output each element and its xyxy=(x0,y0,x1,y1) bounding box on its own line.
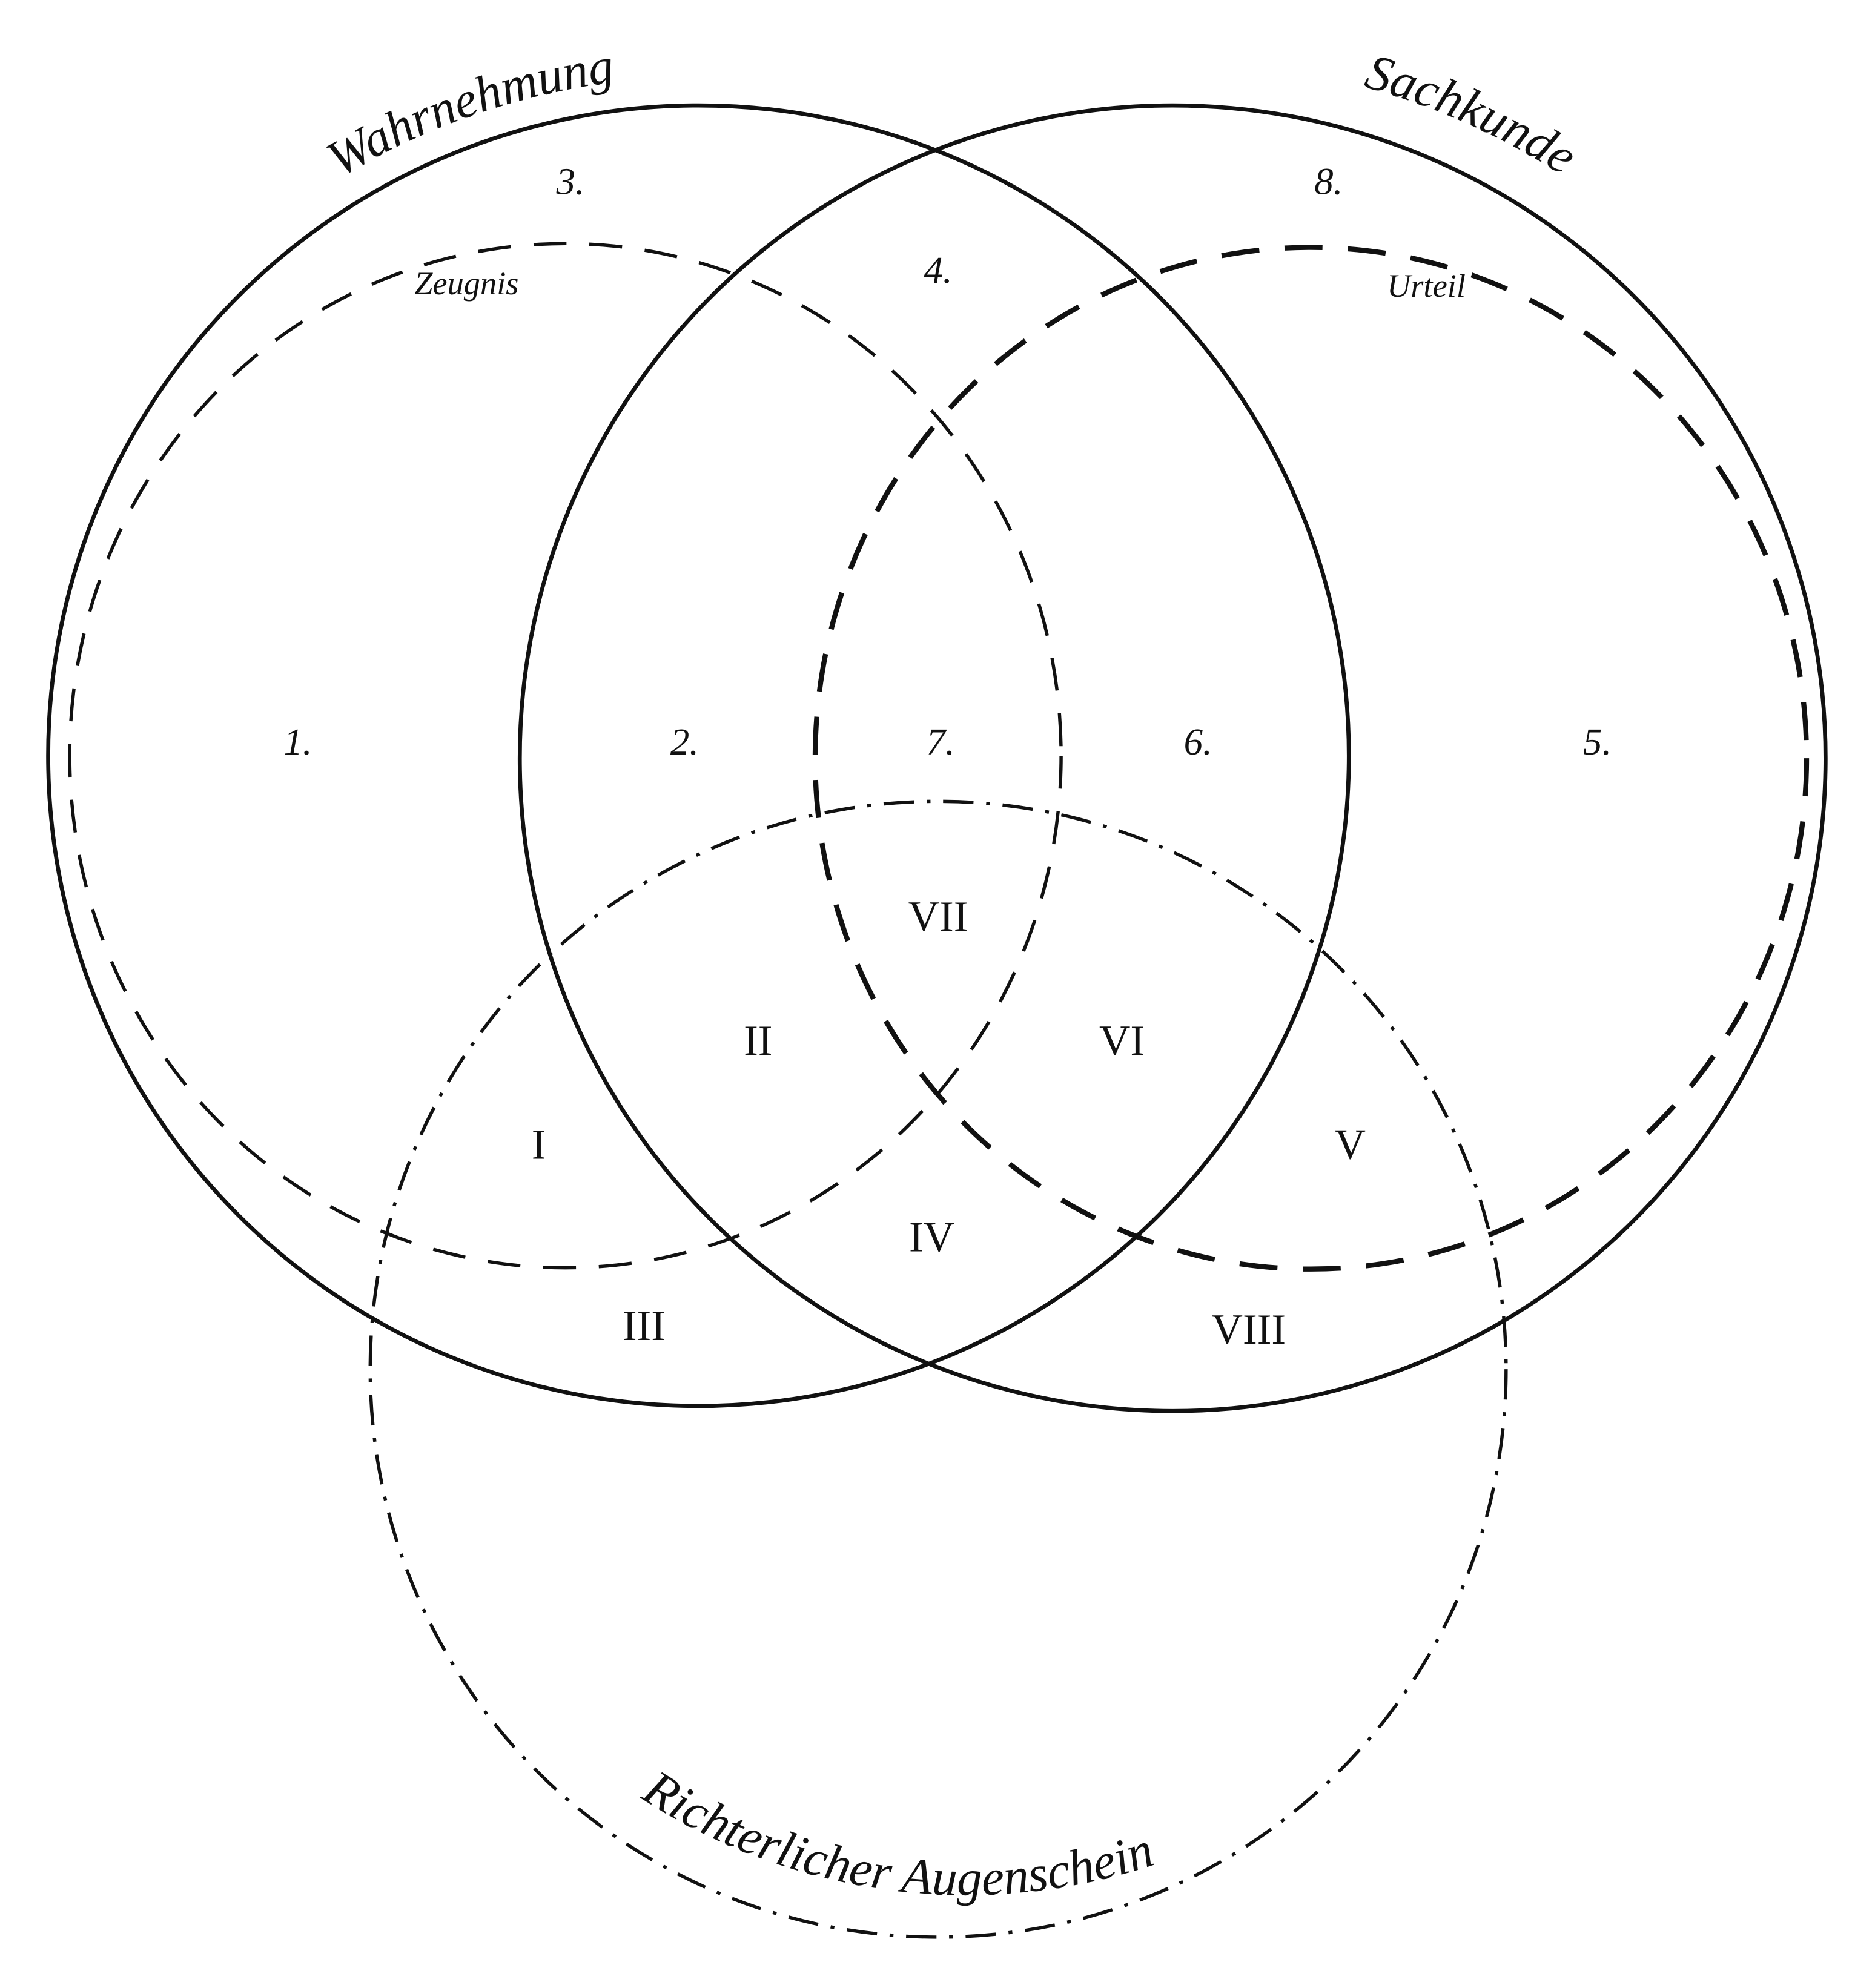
region-roman-7: VII xyxy=(908,893,968,940)
region-roman-1: I xyxy=(532,1121,546,1169)
augenschein-circle xyxy=(368,799,1508,1939)
region-roman-3: III xyxy=(623,1303,666,1350)
region-3: 3. xyxy=(555,160,584,203)
region-5: 5. xyxy=(1583,721,1612,763)
region-roman-8: VIII xyxy=(1212,1306,1286,1353)
sachkunde-label: Sachkunde xyxy=(1360,43,1587,185)
region-1: 1. xyxy=(283,721,312,763)
region-roman-6: VI xyxy=(1099,1017,1145,1065)
region-roman-5: V xyxy=(1335,1121,1366,1169)
region-roman-2: II xyxy=(744,1017,772,1065)
region-8: 8. xyxy=(1314,160,1343,203)
zeugnis-label: Zeugnis xyxy=(414,265,518,302)
region-2: 2. xyxy=(670,721,699,763)
region-roman-4: IV xyxy=(909,1214,954,1261)
zeugnis-ellipse xyxy=(68,242,1063,1270)
region-7: 7. xyxy=(927,721,955,763)
wahrnehmung-circle xyxy=(46,103,1351,1408)
region-4: 4. xyxy=(924,249,952,291)
urteil-ellipse xyxy=(812,245,1810,1272)
region-6: 6. xyxy=(1184,721,1212,763)
sachkunde-circle xyxy=(517,103,1828,1413)
urteil-label: Urteil xyxy=(1387,268,1466,304)
augenschein-label: Richterlicher Augenschein xyxy=(633,1759,1160,1906)
